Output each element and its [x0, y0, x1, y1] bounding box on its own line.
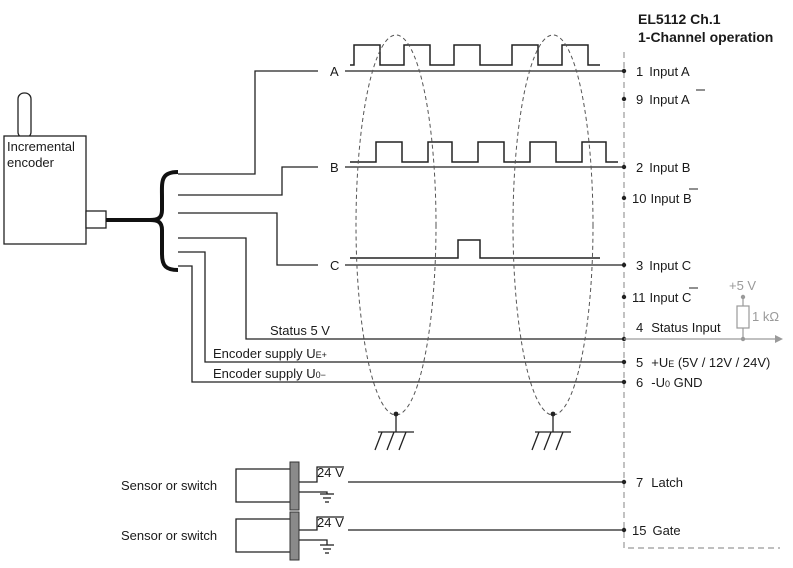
pullup-resistor: +5 V 1 kΩ: [624, 278, 783, 343]
sensor-2-voltage: 24 V: [317, 515, 344, 530]
cable-brace: [149, 170, 179, 272]
pulse-train-c: [350, 239, 600, 259]
pin-5-label: 5+UE (5V / 12V / 24V): [636, 355, 770, 370]
wire-status: [178, 237, 622, 340]
wire-supply-plus: [178, 251, 622, 363]
encoder-connector: [85, 210, 107, 229]
wire-a: [178, 70, 318, 175]
pullup-resistor-label: 1 kΩ: [752, 309, 779, 324]
wire-b: [178, 166, 318, 196]
signal-b-label: B: [330, 160, 339, 175]
supply-plus-label: Encoder supply UE+: [213, 346, 327, 361]
shield-ground-left: [374, 411, 414, 451]
signal-c-label: C: [330, 258, 339, 273]
sensor-2: Sensor or switch 24 V: [121, 511, 622, 561]
encoder-label-line2: encoder: [7, 155, 55, 170]
encoder-body: [3, 135, 87, 245]
supply-minus-label: Encoder supply U0−: [213, 366, 326, 381]
pulse-train-a: [350, 44, 600, 66]
sensor-1-voltage: 24 V: [317, 465, 344, 480]
signal-a-label: A: [330, 64, 339, 79]
shield-ellipse-left: [355, 34, 437, 416]
wire-supply-minus: [178, 265, 622, 383]
sensor-1: Sensor or switch 24 V: [121, 461, 622, 511]
terminal-dots: [621, 68, 627, 533]
wire-c: [178, 212, 318, 266]
terminal-subtitle: 1-Channel operation: [638, 29, 773, 45]
encoder-shaft: [17, 92, 32, 139]
terminal-title: EL5112 Ch.1: [638, 11, 721, 27]
pin-6-label: 6-U0 GND: [636, 375, 702, 390]
status-5v-label: Status 5 V: [270, 323, 330, 338]
sensor-2-label: Sensor or switch: [121, 528, 217, 543]
sensor-1-label: Sensor or switch: [121, 478, 217, 493]
pullup-voltage-label: +5 V: [729, 278, 756, 293]
pulse-train-b: [350, 141, 618, 163]
shield-ground-right: [531, 411, 571, 451]
shield-ellipse-right: [512, 34, 594, 416]
terminal-border: [623, 52, 780, 549]
encoder-label-line1: Incremental: [7, 139, 75, 154]
